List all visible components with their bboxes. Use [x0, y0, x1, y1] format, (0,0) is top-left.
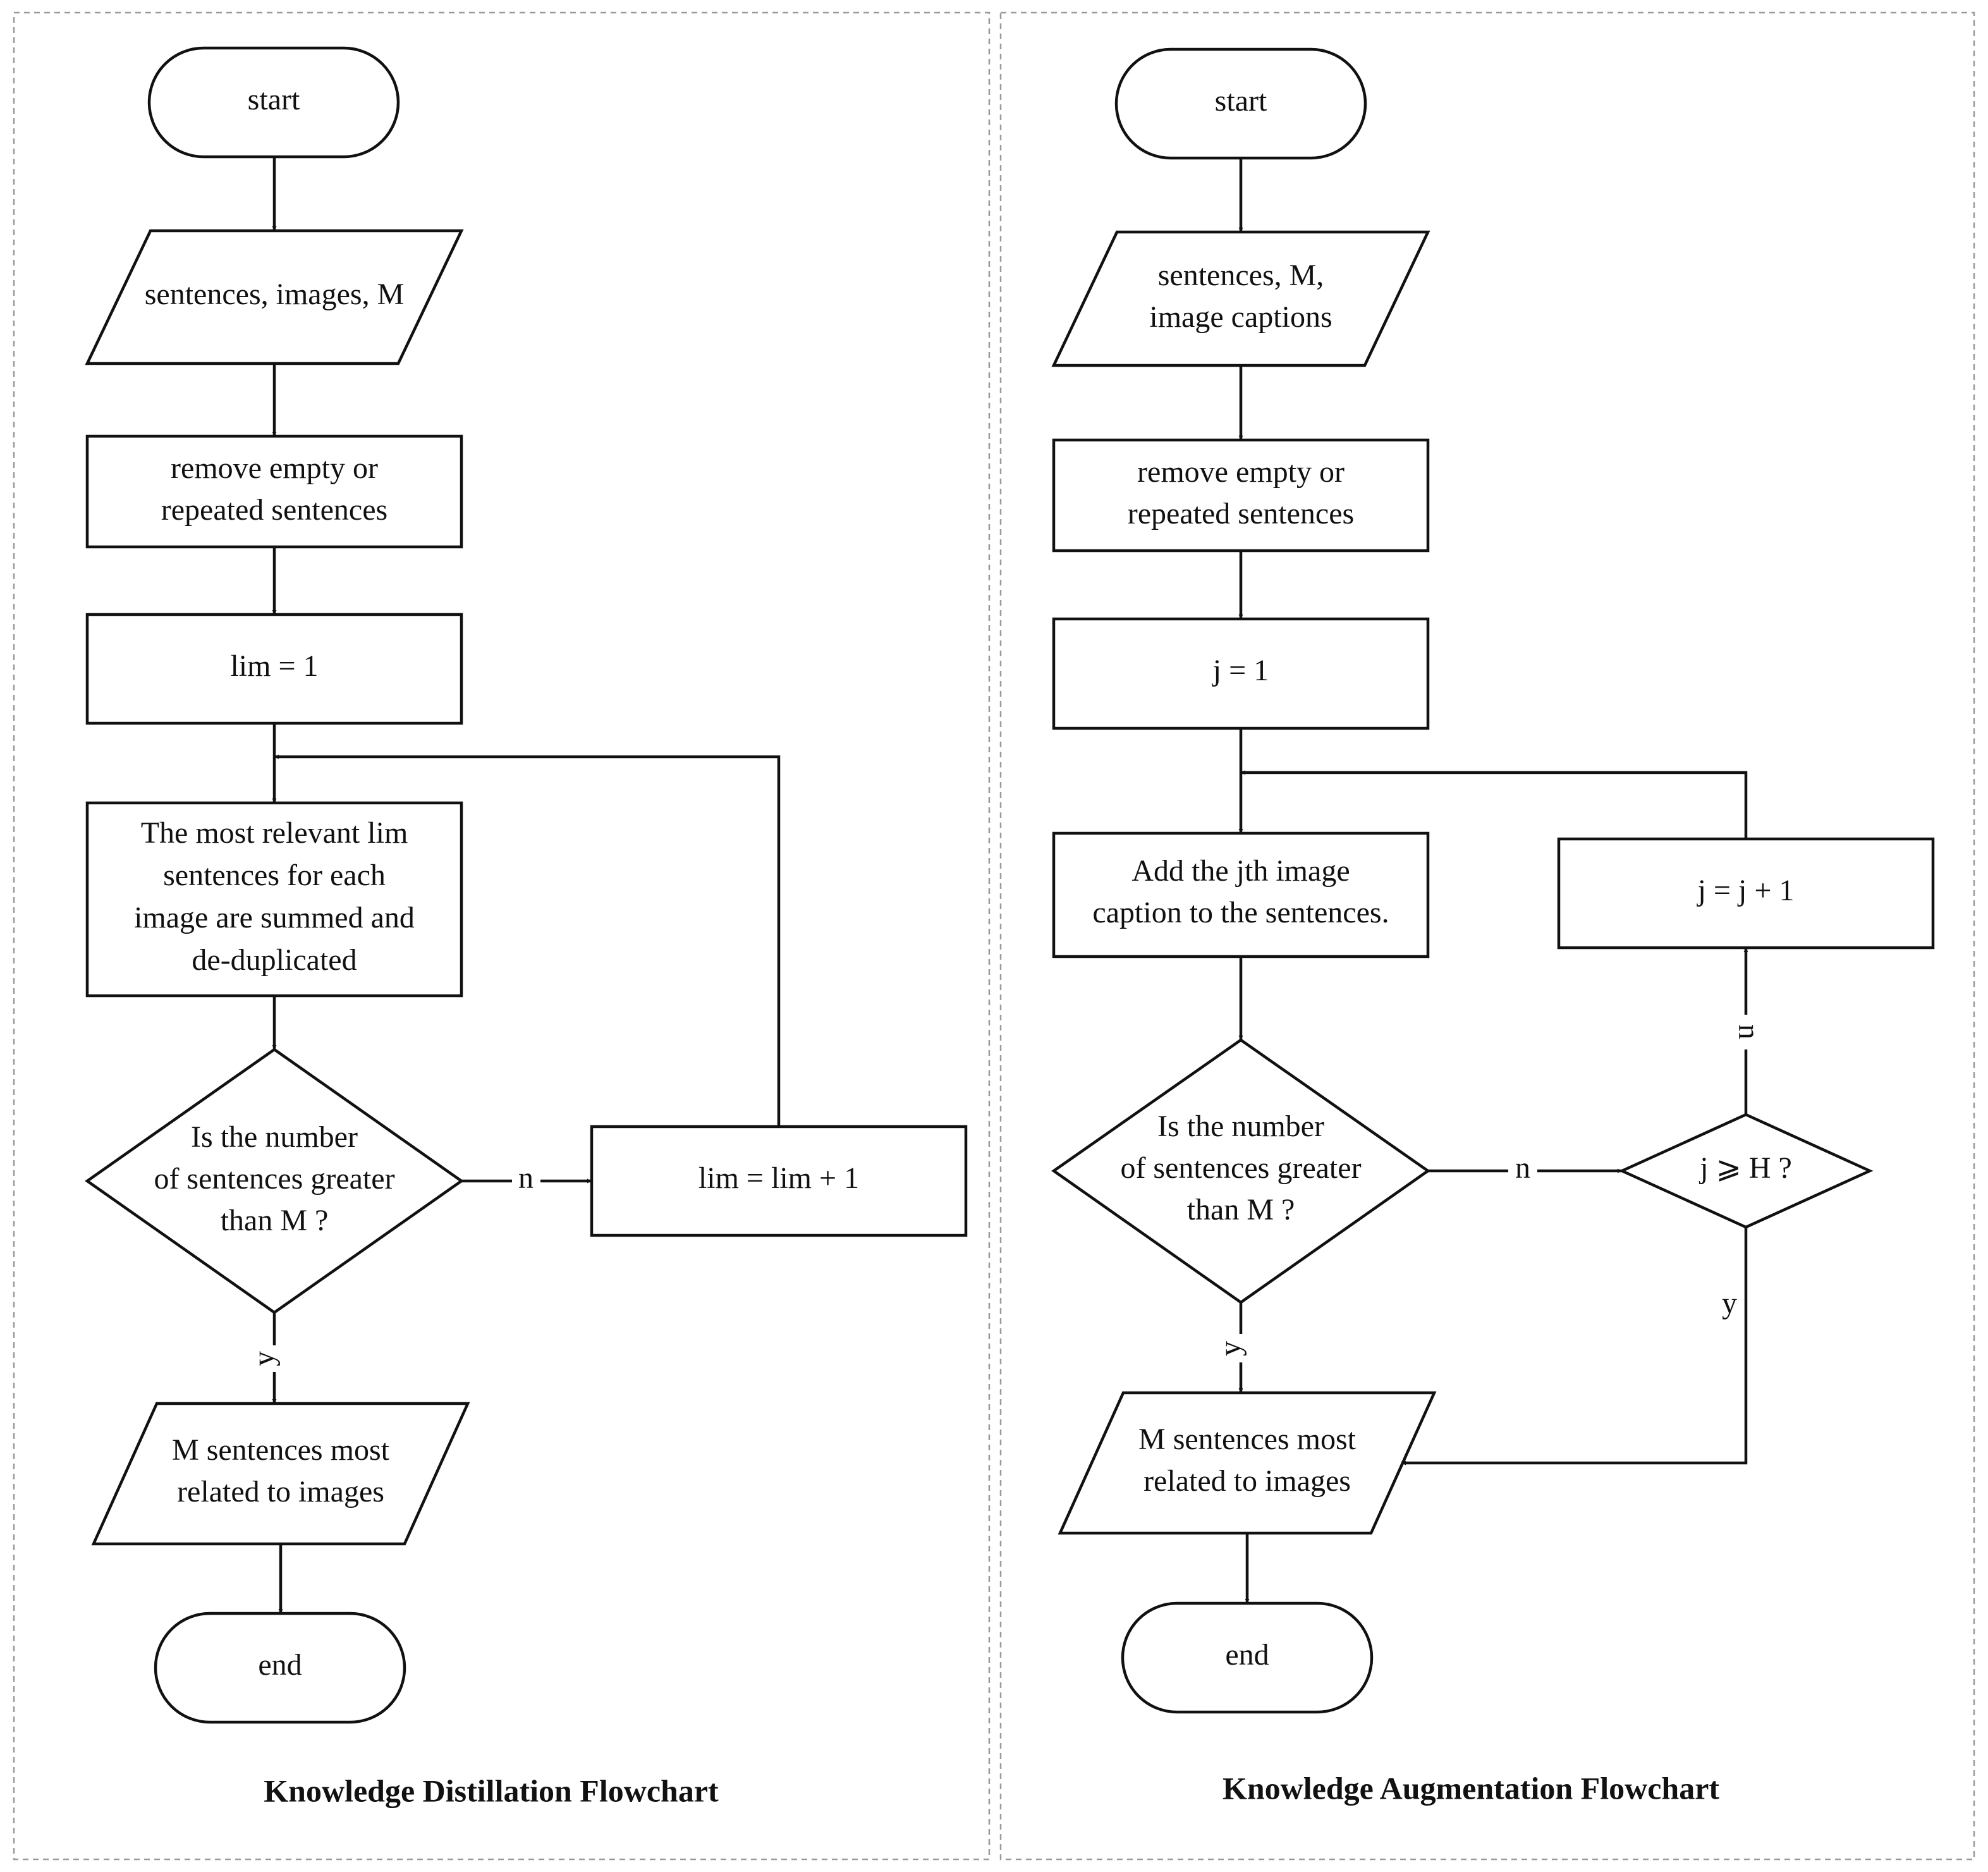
augmentation-no-label: n: [1515, 1151, 1530, 1185]
augmentation-check-no-label: n: [1732, 1024, 1765, 1039]
distillation-remove-node: remove empty or repeated sentences: [85, 434, 463, 549]
distillation-decision-line-1: Is the number: [191, 1120, 358, 1154]
distillation-init-node: lim = 1: [85, 613, 463, 725]
augmentation-check-yes-label: y: [1722, 1287, 1737, 1320]
distillation-output-line-1: M sentences most: [172, 1433, 390, 1467]
augmentation-add-caption-node: Add the jth image caption to the sentenc…: [1052, 831, 1430, 958]
distillation-increment-node: lim = lim + 1: [590, 1125, 968, 1237]
distillation-start-label: start: [248, 83, 300, 116]
augmentation-increment-node: j = j + 1: [1557, 837, 1935, 950]
distillation-remove-line-2: repeated sentences: [161, 493, 387, 527]
augmentation-decision-line-1: Is the number: [1157, 1110, 1324, 1143]
augmentation-input-line-2: image captions: [1149, 300, 1332, 334]
augmentation-output-node: M sentences most related to images: [1058, 1391, 1437, 1535]
distillation-relevant-line-1: The most relevant lim: [141, 816, 408, 850]
distillation-relevant-line-3: image are summed and: [134, 901, 415, 934]
distillation-relevant-node: The most relevant lim sentences for each…: [85, 801, 463, 998]
distillation-end-label: end: [258, 1648, 302, 1682]
distillation-remove-line-1: remove empty or: [171, 451, 378, 485]
distillation-decision-node: Is the number of sentences greater than …: [85, 1048, 464, 1314]
augmentation-remove-node: remove empty or repeated sentences: [1052, 438, 1430, 553]
distillation-decision-line-2: of sentences greater: [154, 1162, 394, 1196]
augmentation-start-node: start: [1114, 47, 1367, 160]
distillation-end-node: end: [154, 1612, 406, 1724]
distillation-decision-line-3: than M ?: [221, 1204, 329, 1237]
augmentation-title: Knowledge Augmentation Flowchart: [1223, 1770, 1719, 1806]
augmentation-check-node: j ⩾ H ?: [1618, 1113, 1874, 1229]
augmentation-increment-label: j = j + 1: [1697, 874, 1795, 907]
distillation-start-node: start: [147, 46, 400, 159]
augmentation-remove-line-1: remove empty or: [1137, 455, 1345, 489]
distillation-relevant-line-4: de-duplicated: [192, 943, 357, 977]
distillation-panel-border: [13, 11, 991, 1861]
augmentation-input-line-1: sentences, M,: [1158, 259, 1324, 292]
augmentation-start-label: start: [1215, 84, 1267, 118]
augmentation-output-line-2: related to images: [1143, 1464, 1351, 1498]
distillation-title: Knowledge Distillation Flowchart: [264, 1773, 719, 1808]
distillation-arrow-loop-back: [274, 754, 781, 1127]
augmentation-end-node: end: [1121, 1601, 1374, 1714]
augmentation-init-node: j = 1: [1052, 617, 1430, 730]
augmentation-panel-border: [999, 11, 1975, 1861]
augmentation-init-label: j = 1: [1212, 654, 1269, 687]
distillation-output-line-2: related to images: [177, 1475, 384, 1508]
distillation-relevant-line-2: sentences for each: [163, 859, 386, 892]
augmentation-decision-line-3: than M ?: [1187, 1193, 1295, 1227]
distillation-yes-label: y: [247, 1351, 281, 1366]
augmentation-end-label: end: [1225, 1638, 1269, 1672]
augmentation-output-line-1: M sentences most: [1138, 1422, 1357, 1456]
augmentation-add-caption-line-1: Add the jth image: [1131, 854, 1350, 888]
augmentation-yes-label: y: [1214, 1341, 1247, 1356]
augmentation-arrow-loop-back: [1241, 770, 1748, 839]
augmentation-remove-line-2: repeated sentences: [1128, 497, 1354, 530]
distillation-increment-label: lim = lim + 1: [698, 1161, 859, 1195]
distillation-input-node: sentences, images, M: [85, 229, 464, 365]
augmentation-panel: start sentences, M, image captions remov…: [999, 11, 1975, 1861]
distillation-init-label: lim = 1: [230, 649, 318, 683]
augmentation-decision-node: Is the number of sentences greater than …: [1051, 1038, 1430, 1304]
distillation-no-label: n: [518, 1161, 534, 1195]
augmentation-arrow-check-yes: [1401, 1227, 1748, 1465]
distillation-input-label: sentences, images, M: [145, 278, 405, 311]
distillation-panel: start sentences, images, M remove empty …: [13, 11, 991, 1861]
augmentation-check-label: j ⩾ H ?: [1698, 1151, 1792, 1185]
augmentation-add-caption-line-2: caption to the sentences.: [1092, 896, 1389, 929]
augmentation-decision-line-2: of sentences greater: [1120, 1151, 1361, 1185]
augmentation-input-node: sentences, M, image captions: [1051, 230, 1430, 367]
distillation-output-node: M sentences most related to images: [91, 1402, 470, 1546]
